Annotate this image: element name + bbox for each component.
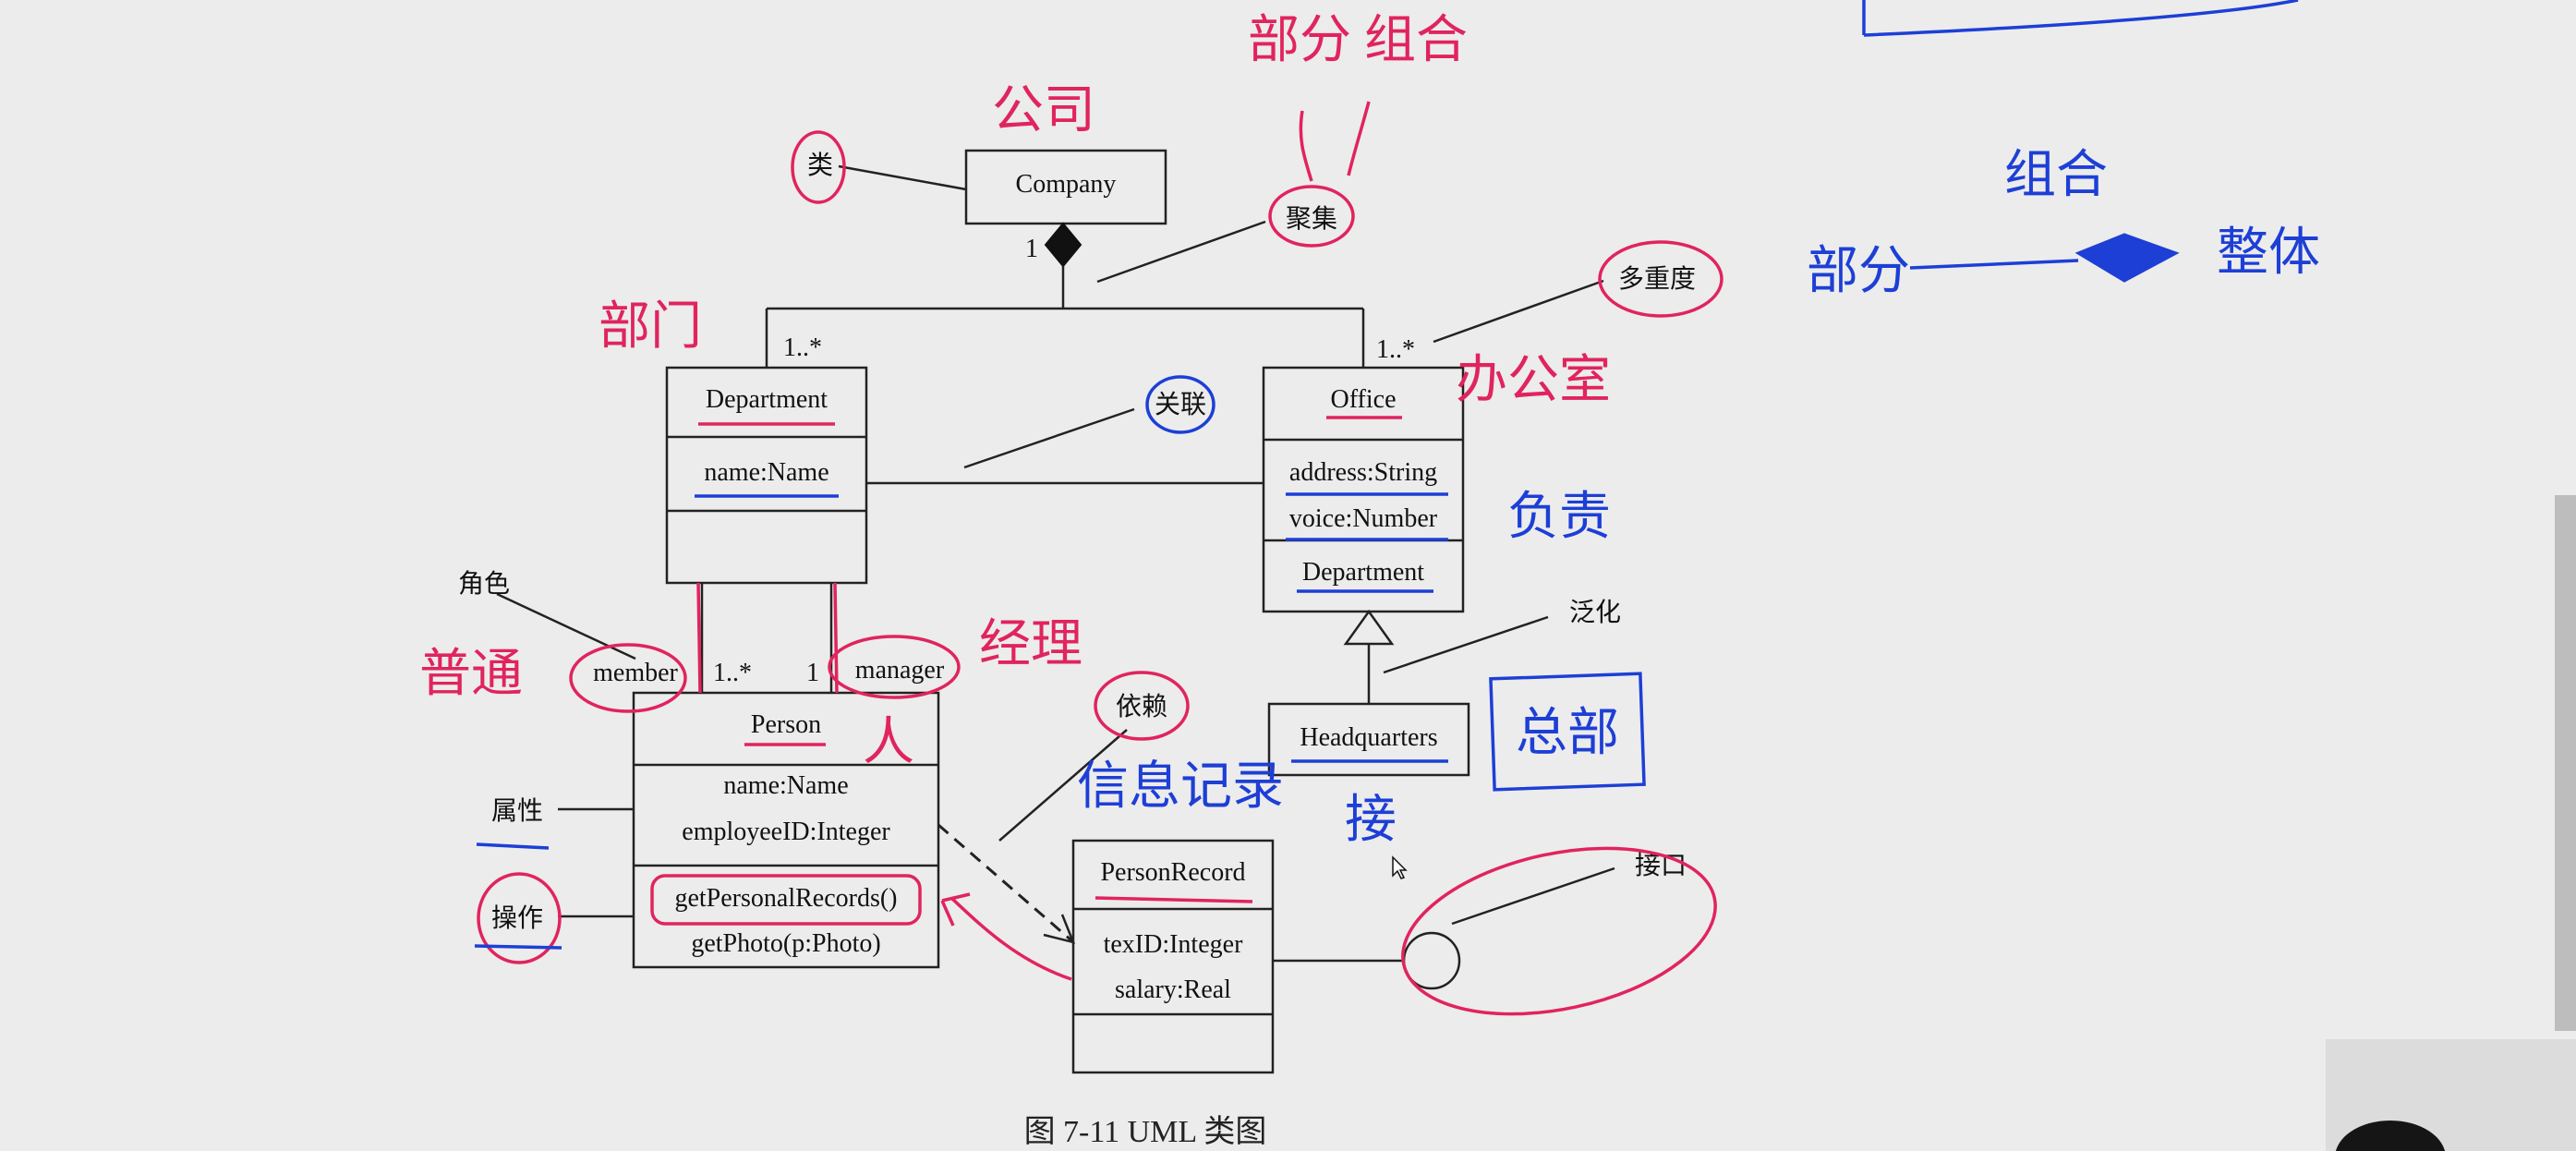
note-association: 关联 <box>1155 390 1206 419</box>
legend-composition-diamond <box>2074 233 2180 283</box>
person-record-class-name: PersonRecord <box>1100 858 1245 887</box>
handwriting-responsible: 负责 <box>1507 489 1611 546</box>
headquarters-class: Headquarters <box>1267 702 1470 777</box>
legend-composition-label: 组合 <box>2004 147 2108 204</box>
handwriting-department: 部门 <box>599 298 702 356</box>
note-multiplicity: 多重度 <box>1618 264 1696 294</box>
legend-part-label: 部分 <box>1807 243 1910 300</box>
person-attribute: employeeID:Integer <box>682 818 890 846</box>
red-annotations: 公司 部分 组合 部门 办公室 普通 经理 人 <box>419 12 1723 1016</box>
office-attribute: address:String <box>1289 458 1437 487</box>
webcam-overlay <box>2326 1039 2576 1151</box>
composition-relationship: 1 1..* 1..* <box>765 222 1415 368</box>
vertical-scrollbar[interactable] <box>2555 495 2576 1031</box>
handwriting-general: 普通 <box>419 646 523 703</box>
figure-caption: 图 7-11 UML 类图 <box>1024 1114 1267 1149</box>
presenter-head <box>2335 1121 2446 1151</box>
blue-annotations: 负责 信息记录 总部 接 部分 组合 整体 <box>474 0 2320 950</box>
handwriting-interface: 接 <box>1345 792 1397 849</box>
note-attribute: 属性 <box>491 796 543 826</box>
office-operation: Department <box>1302 558 1424 587</box>
person-class: Person name:Name employeeID:Integer getP… <box>632 691 940 969</box>
composition-diamond <box>1044 222 1082 268</box>
department-person-associations: 1..* 1 member manager <box>593 583 945 693</box>
manager-role: manager <box>855 656 945 685</box>
headquarters-class-name: Headquarters <box>1300 723 1437 752</box>
department-class-name: Department <box>706 385 828 414</box>
manager-multiplicity: 1 <box>806 659 819 687</box>
handwriting-record: 信息记录 <box>1077 758 1284 816</box>
member-role: member <box>593 659 678 687</box>
office-multiplicity: 1..* <box>1376 335 1415 364</box>
handwriting-part-whole: 部分 组合 <box>1248 12 1468 69</box>
note-aggregation: 聚集 <box>1286 204 1337 234</box>
handwriting-person: 人 <box>863 714 914 771</box>
note-role: 角色 <box>458 569 510 599</box>
office-attribute: voice:Number <box>1289 504 1438 533</box>
person-attribute: name:Name <box>723 771 848 800</box>
note-operation: 操作 <box>491 903 543 933</box>
person-operation: getPersonalRecords() <box>674 884 897 913</box>
handwriting-manager: 经理 <box>979 616 1082 673</box>
generalization-relationship <box>1343 609 1395 704</box>
note-dependency: 依赖 <box>1116 692 1167 721</box>
interface-lollipop <box>1273 931 1461 990</box>
legend-whole-label: 整体 <box>2217 224 2320 282</box>
note-callouts: 类 聚集 多重度 关联 泛化 角色 属性 操作 依赖 接口 <box>458 151 1696 933</box>
member-multiplicity: 1..* <box>713 659 752 687</box>
department-class: Department name:Name <box>665 366 868 585</box>
person-operation: getPhoto(p:Photo) <box>691 929 880 958</box>
office-class-name: Office <box>1331 385 1397 414</box>
company-class-name: Company <box>1016 170 1117 199</box>
company-class: Company <box>964 149 1167 225</box>
note-class: 类 <box>807 151 833 180</box>
generalization-arrowhead <box>1343 609 1395 646</box>
person-class-name: Person <box>751 710 821 739</box>
person-record-class: PersonRecord texID:Integer salary:Real <box>1071 839 1275 1074</box>
department-multiplicity: 1..* <box>783 333 822 362</box>
person-record-attribute: salary:Real <box>1115 975 1231 1004</box>
handwriting-office: 办公室 <box>1456 352 1611 409</box>
company-multiplicity: 1 <box>1025 235 1038 263</box>
note-generalization: 泛化 <box>1569 598 1621 627</box>
office-class: Office address:String voice:Number Depar… <box>1262 366 1465 613</box>
dependency-relationship <box>937 823 1076 944</box>
handwriting-headquarters: 总部 <box>1516 705 1619 762</box>
person-record-attribute: texID:Integer <box>1104 930 1243 959</box>
mouse-cursor-icon <box>1392 855 1408 879</box>
handwriting-company: 公司 <box>992 82 1095 139</box>
department-attribute: name:Name <box>704 458 828 487</box>
